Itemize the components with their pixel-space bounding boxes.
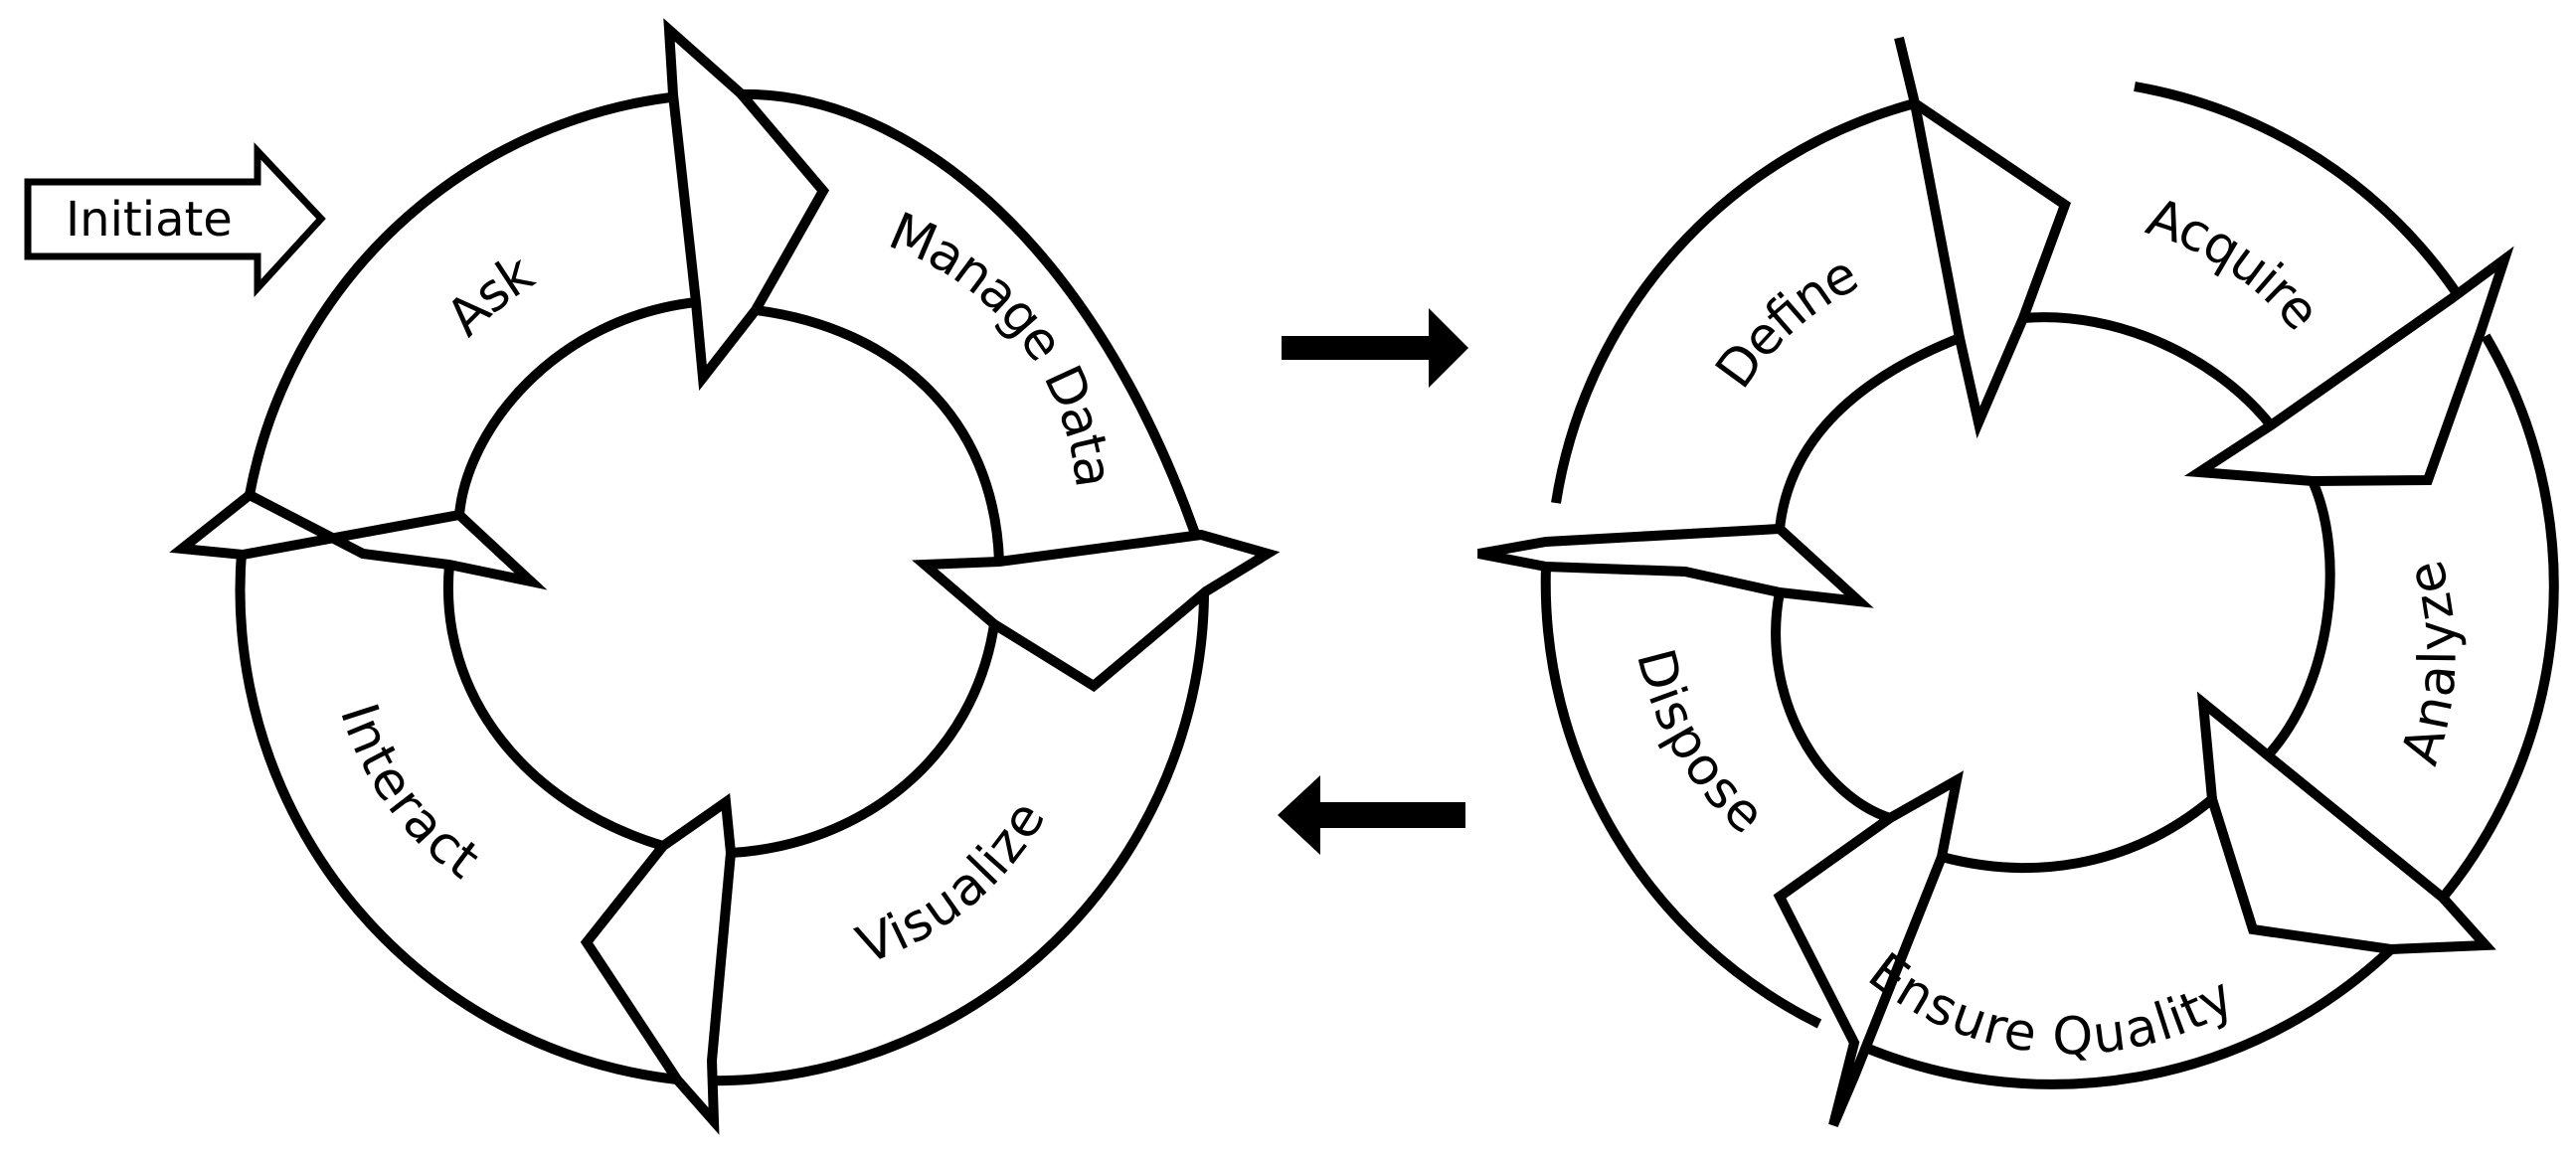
transition-arrow-left-icon xyxy=(1278,775,1465,855)
right-stage-analyze-label: Analyze xyxy=(2390,555,2468,771)
initiate-label: Initiate xyxy=(66,192,233,248)
initiate-arrow: Initiate xyxy=(24,142,326,298)
left-cycle: Ask Manage Data Visualize Interact xyxy=(169,18,1281,1135)
left-stage-interact-label: Interact xyxy=(328,697,490,891)
right-arrowheads xyxy=(1477,36,2514,1127)
right-stage-acquire-label: Acquire xyxy=(2140,188,2331,342)
right-stage-define-label: Define xyxy=(1705,245,1868,400)
left-inner-outline xyxy=(442,297,1004,858)
left-stage-ask-label: Ask xyxy=(435,244,544,348)
right-stage-dispose-label: Dispose xyxy=(1625,643,1776,846)
left-stage-manage-data-label: Manage Data xyxy=(881,202,1123,491)
transition-arrow-right-icon xyxy=(1282,308,1468,388)
left-arrowheads xyxy=(169,18,1281,1135)
right-inner-outline xyxy=(1771,312,2335,873)
right-ring-outline xyxy=(1540,82,2559,1089)
initiate-arrow-shape xyxy=(24,142,326,298)
right-stage-ensure-quality-label: Ensure Quality xyxy=(1857,941,2243,1067)
left-ring-outline xyxy=(235,87,1209,1086)
right-cycle: Define Acquire Analyze Ensure Quality Di… xyxy=(1477,36,2559,1127)
left-stage-visualize-label: Visualize xyxy=(849,791,1057,976)
